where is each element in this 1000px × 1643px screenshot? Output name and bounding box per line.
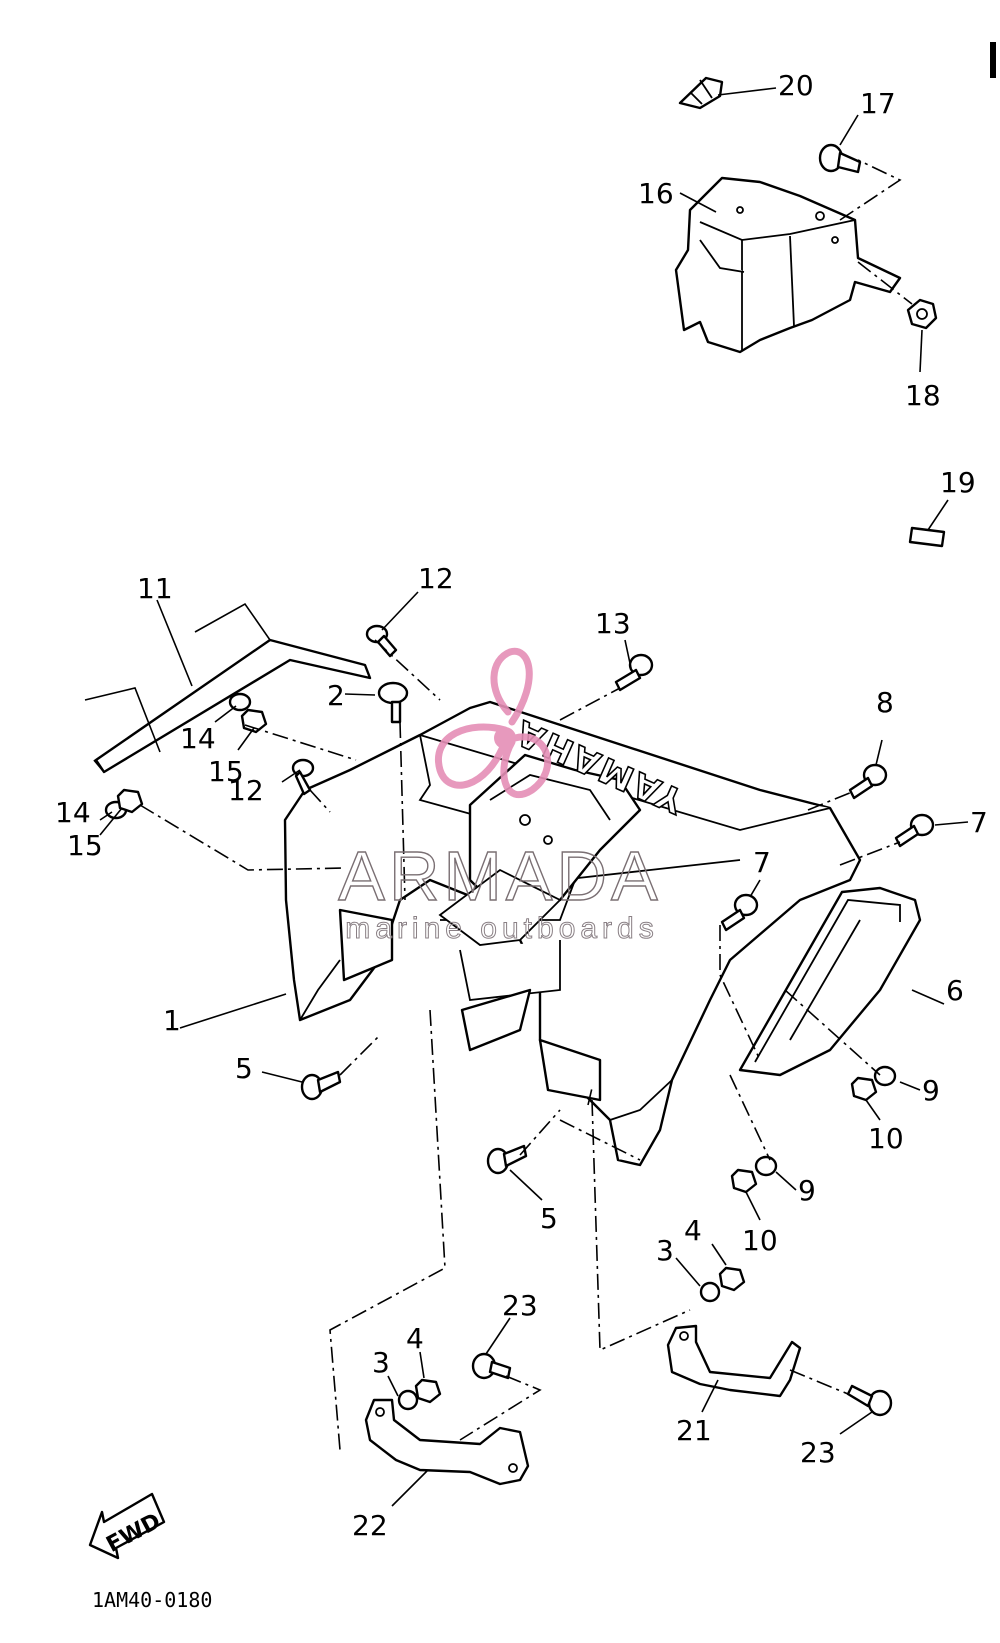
fastener-washer-9-right	[873, 1065, 897, 1087]
part-21-right-bracket	[666, 1324, 802, 1398]
fastener-nut-15-lower	[116, 788, 144, 814]
callout-3-left: 3	[372, 1346, 390, 1379]
drawing-code: 1AM40-0180	[92, 1588, 212, 1612]
fastener-bolt-7-upper	[894, 813, 935, 848]
fastener-nut-10-mid	[730, 1168, 758, 1194]
fastener-washer-9-mid	[754, 1155, 778, 1177]
callout-12-upper: 12	[418, 562, 454, 595]
watermark-logo	[434, 647, 552, 799]
fastener-bolt-12-lower	[291, 758, 315, 796]
callout-10-right: 10	[868, 1122, 904, 1155]
fastener-bolt-5-right	[486, 1144, 528, 1175]
callout-14-lower: 14	[55, 796, 91, 829]
part-22-left-bracket	[364, 1398, 530, 1486]
callout-19: 19	[940, 466, 976, 499]
fastener-washer-3-left	[397, 1389, 419, 1411]
callout-leaders	[99, 87, 969, 1507]
part-17-bolt	[818, 143, 862, 174]
fastener-bolt-23-left	[471, 1352, 512, 1380]
callout-5-left: 5	[235, 1052, 253, 1085]
part-1-rear-fender	[283, 700, 862, 1167]
callout-6: 6	[946, 974, 964, 1007]
callout-21: 21	[676, 1414, 712, 1447]
part-18-nut	[906, 298, 938, 330]
callout-7-lower: 7	[753, 846, 771, 879]
callout-11: 11	[137, 572, 173, 605]
fastener-nut-4-right	[718, 1266, 746, 1292]
callout-9-mid: 9	[798, 1174, 816, 1207]
callout-12-lower: 12	[228, 774, 264, 807]
callout-4-left: 4	[406, 1322, 424, 1355]
callout-14-upper: 14	[180, 722, 216, 755]
callout-labels: 20 17 16 18 19 11 12 13 2 14 15 12 14 15…	[55, 69, 988, 1542]
fastener-bolt-2	[377, 681, 409, 724]
fastener-bolt-8	[848, 763, 888, 800]
assembly-lines	[139, 159, 913, 1451]
callout-20: 20	[778, 69, 814, 102]
callout-7-upper: 7	[970, 806, 988, 839]
part-19-pad	[908, 526, 946, 548]
callout-23-left: 23	[502, 1289, 538, 1322]
callout-1: 1	[163, 1004, 181, 1037]
part-11-grab-bar	[84, 602, 372, 774]
callout-15-lower: 15	[67, 829, 103, 862]
fastener-washer-3-right	[699, 1281, 721, 1303]
fastener-bolt-23-right	[846, 1384, 893, 1417]
callout-5-right: 5	[540, 1202, 558, 1235]
callout-23-right: 23	[800, 1436, 836, 1469]
callout-3-right: 3	[656, 1234, 674, 1267]
watermark-subtitle: marine outboards	[345, 912, 658, 945]
callout-8: 8	[876, 686, 894, 719]
callout-9-right: 9	[922, 1074, 940, 1107]
fastener-bolt-13	[614, 653, 654, 692]
callout-22: 22	[352, 1509, 388, 1542]
fastener-bolt-7-lower	[720, 893, 759, 932]
watermark-title: ARMADA	[338, 837, 661, 915]
part-16-rear-cover	[674, 176, 902, 354]
callout-15-upper: 15	[208, 755, 244, 788]
callout-17: 17	[860, 87, 896, 120]
callout-2: 2	[327, 679, 345, 712]
part-20-clip	[678, 76, 724, 110]
fastener-nut-10-right	[850, 1076, 878, 1102]
callout-18: 18	[905, 379, 941, 412]
fastener-bolt-5-left	[300, 1070, 342, 1101]
forward-direction-arrow: FWD	[88, 1492, 166, 1560]
callout-13: 13	[595, 607, 631, 640]
callout-16: 16	[638, 177, 674, 210]
fastener-nut-4-left	[414, 1378, 442, 1404]
fastener-bolt-12-upper	[365, 624, 398, 658]
part-6-reflector	[738, 886, 922, 1077]
callout-10-mid: 10	[742, 1224, 778, 1257]
callout-4-right: 4	[684, 1214, 702, 1247]
page-edge-mark	[990, 42, 996, 78]
